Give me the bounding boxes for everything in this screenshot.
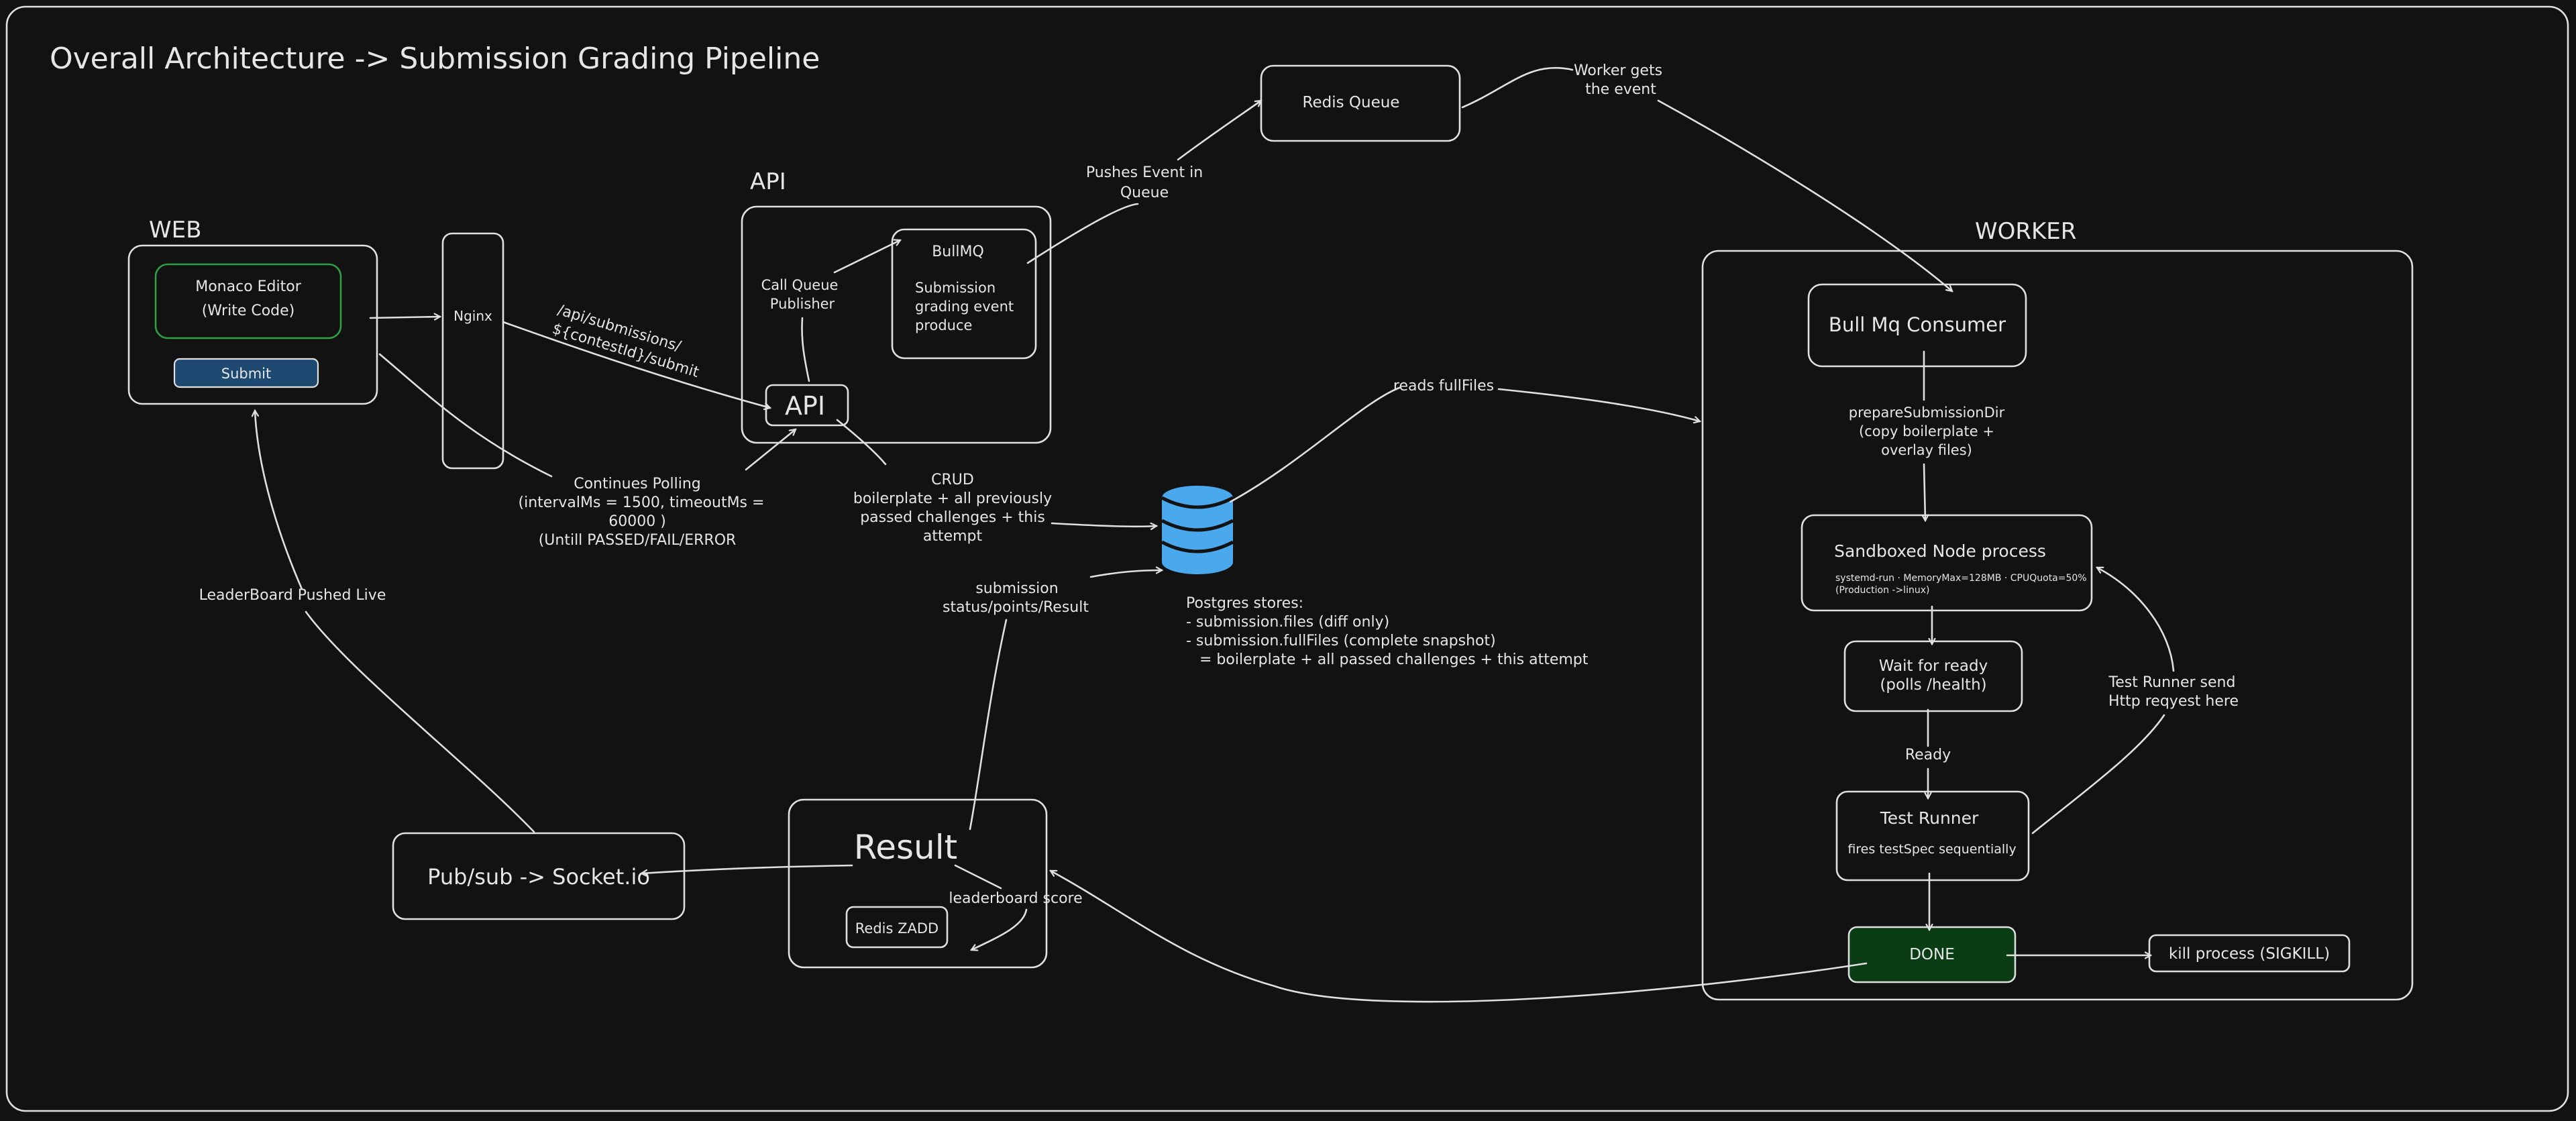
prepare-dir-sublabel-2: overlay files)	[1881, 442, 1972, 458]
edge-polling-to-api	[745, 429, 796, 471]
api-node-label: API	[785, 391, 825, 421]
edge-send-label-to-sandbox	[2097, 566, 2175, 672]
monaco-editor-label: Monaco Editor	[195, 278, 301, 295]
crud-label: CRUD	[931, 472, 974, 488]
edge-pushes-to-redis	[1177, 99, 1261, 161]
edge-nginx-to-api	[502, 321, 770, 408]
test-runner-send-sublabel: Http reqyest here	[2108, 693, 2239, 710]
wait-ready-label: Wait for ready	[1879, 657, 1988, 675]
result-box	[788, 798, 1048, 969]
call-queue-sublabel: Publisher	[770, 296, 835, 312]
edge-call-to-bullmq	[833, 240, 900, 274]
test-runner-title: Test Runner	[1880, 808, 1979, 828]
edge-result-to-score	[954, 864, 1002, 890]
edge-web-to-nginx	[369, 317, 440, 318]
worker-gets-sublabel: the event	[1585, 81, 1656, 98]
kill-process-label: kill process (SIGKILL)	[2169, 945, 2330, 963]
result-title: Result	[854, 828, 958, 867]
worker-gets-label: Worker gets	[1574, 62, 1662, 79]
edge-bullmq-to-pushes	[1026, 203, 1139, 264]
edge-result-to-pubsub	[641, 864, 853, 873]
postgres-stores-line-1: - submission.files (diff only)	[1186, 614, 1389, 631]
redis-zadd-box	[845, 906, 949, 949]
edge-reads-to-worker	[1497, 388, 1700, 421]
api-group-label: API	[750, 168, 786, 195]
canvas-frame	[5, 5, 2569, 1112]
test-runner-sublabel: fires testSpec sequentially	[1847, 842, 2016, 857]
monaco-editor-sublabel: (Write Code)	[202, 303, 295, 319]
submission-status-label: submission	[975, 580, 1058, 597]
wait-ready-sublabel: (polls /health)	[1880, 676, 1986, 694]
edge-result-to-status	[969, 619, 1008, 831]
polling-label: Continues Polling	[574, 476, 701, 492]
edge-status-to-postgres	[1089, 570, 1162, 578]
edges	[255, 66, 2175, 1003]
test-runner-send-label: Test Runner send	[2108, 674, 2236, 691]
postgres-stores-line-3: = boilerplate + all passed challenges + …	[1199, 651, 1589, 668]
postgres-stores-title: Postgres stores:	[1186, 595, 1303, 612]
leaderboard-score-label: leaderboard score	[949, 890, 1082, 907]
postgres-database-icon	[1161, 486, 1234, 574]
submit-button[interactable]: Submit	[173, 358, 319, 388]
bullmq-consumer-label: Bull Mq Consumer	[1829, 313, 2006, 336]
monaco-editor-box[interactable]	[154, 263, 342, 339]
redis-zadd-label: Redis ZADD	[855, 920, 938, 937]
edge-api-to-call-queue	[801, 317, 810, 382]
prepare-dir-label: prepareSubmissionDir	[1849, 405, 2005, 421]
edge-api-to-crud	[836, 419, 887, 466]
pushes-event-sublabel: Queue	[1120, 184, 1169, 201]
api-group-box	[741, 205, 1052, 444]
crud-sublabel-3: attempt	[923, 528, 983, 545]
sandbox-process-env: (Production ->linux)	[1835, 585, 1929, 596]
edge-prepare-to-sandbox	[1924, 463, 1925, 521]
crud-sublabel-2: passed challenges + this	[860, 509, 1045, 526]
bullmq-line-1: Submission	[915, 280, 996, 296]
pubsub-label: Pub/sub -> Socket.io	[427, 864, 650, 890]
polling-sublabel-2: 60000 )	[608, 513, 666, 530]
edge-postgres-to-reads	[1229, 386, 1401, 503]
bullmq-consumer-box	[1807, 283, 2027, 368]
submit-button-label: Submit	[221, 366, 272, 382]
reads-fullfiles-label: reads fullFiles	[1393, 378, 1494, 394]
bullmq-producer-box	[891, 228, 1037, 360]
edge-redis-to-worker-label	[1461, 66, 1574, 109]
polling-sublabel-3: (Untill PASSED/FAIL/ERROR	[539, 532, 737, 549]
nginx-label: Nginx	[453, 308, 492, 324]
sandbox-process-box	[1801, 514, 2093, 612]
call-queue-label: Call Queue	[761, 277, 839, 293]
submission-status-sublabel: status/points/Result	[943, 599, 1089, 616]
bullmq-line-2: grading event	[915, 299, 1014, 315]
edge-leaderboard-to-web	[255, 411, 303, 590]
edge-done-to-result	[1051, 869, 1868, 1003]
edge-web-polling	[378, 353, 553, 478]
prepare-dir-sublabel-1: (copy boilerplate +	[1859, 423, 1994, 439]
redis-queue-label: Redis Queue	[1303, 94, 1400, 111]
polling-sublabel-1: (intervalMs = 1500, timeoutMs =	[519, 494, 765, 511]
sandbox-process-detail: systemd-run · MemoryMax=128MB · CPUQuota…	[1835, 573, 2087, 584]
edge-queue-to-consumer	[1657, 99, 1952, 291]
nginx-box	[441, 232, 504, 470]
postgres-stores-line-2: - submission.fullFiles (complete snapsho…	[1186, 633, 1496, 649]
worker-group-label: WORKER	[1975, 218, 2076, 245]
bullmq-title: BullMQ	[932, 244, 984, 260]
web-group-label: WEB	[149, 217, 201, 244]
done-label: DONE	[1909, 946, 1955, 963]
bullmq-line-3: produce	[915, 317, 972, 333]
worker-group-box	[1701, 250, 2414, 1001]
edge-crud-to-postgres	[1051, 522, 1157, 527]
leaderboard-pushed-label: LeaderBoard Pushed Live	[199, 587, 386, 604]
edge-score-to-zadd	[971, 908, 1028, 950]
ready-label: Ready	[1905, 747, 1951, 763]
crud-sublabel-1: boilerplate + all previously	[853, 490, 1052, 507]
edge-pubsub-to-leaderboard	[305, 610, 535, 833]
sandbox-process-title: Sandboxed Node process	[1834, 541, 2046, 561]
web-client-box	[127, 244, 378, 405]
pushes-event-label: Pushes Event in	[1086, 164, 1203, 181]
edge-runner-to-send-label	[2031, 714, 2165, 835]
diagram-title: Overall Architecture -> Submission Gradi…	[50, 42, 820, 76]
test-runner-box	[1835, 790, 2030, 882]
pubsub-box	[392, 832, 686, 920]
